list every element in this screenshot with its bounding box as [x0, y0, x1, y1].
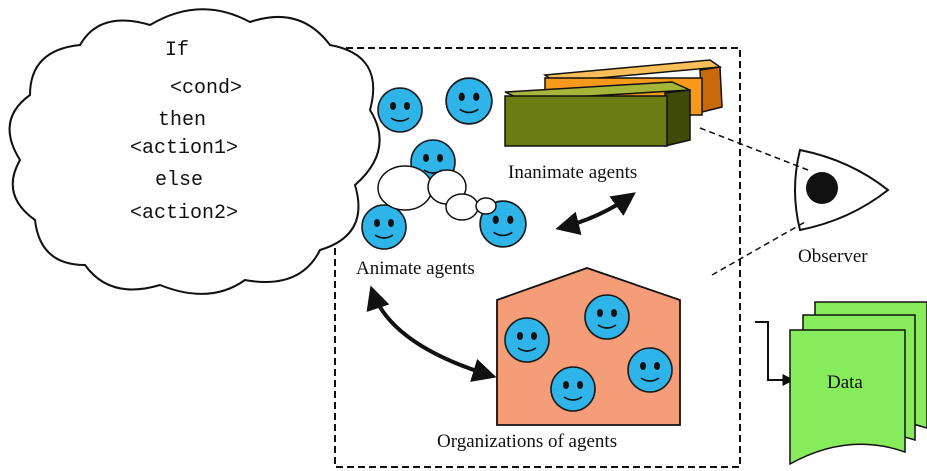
thought-connector-bubble — [475, 197, 497, 215]
animate-agent-face — [445, 77, 493, 125]
environment-boundary — [334, 47, 741, 468]
observer-eye-icon — [794, 148, 890, 232]
thought-line-2: <cond> — [170, 77, 242, 100]
thought-line-3: then — [158, 109, 206, 132]
observer-label: Observer — [798, 246, 868, 267]
thought-line-5: else — [155, 169, 203, 192]
data-label: Data — [827, 372, 863, 393]
thought-line-6: <action2> — [130, 202, 238, 225]
observer-sightline-upper — [699, 127, 809, 171]
organization-agent-face — [627, 347, 673, 393]
data-output-connector — [755, 321, 795, 386]
inanimate-box-olive — [504, 81, 691, 147]
organization-agent-face — [550, 366, 596, 412]
inanimate-agents-label: Inanimate agents — [508, 162, 637, 183]
animate-organization-arrow — [366, 285, 497, 382]
animate-agent-face — [361, 204, 407, 250]
thought-line-1: If — [165, 39, 189, 62]
thought-connector-bubble — [377, 165, 433, 211]
thought-line-4: <action1> — [130, 137, 238, 160]
data-documents-icon — [789, 301, 927, 466]
organization-agent-face — [584, 294, 630, 340]
observer-sightline-lower — [711, 221, 806, 276]
animate-agent-face — [377, 87, 423, 133]
thought-connector-bubble — [445, 193, 479, 221]
organization-agent-face — [504, 317, 550, 363]
animate-inanimate-arrow — [555, 192, 636, 235]
animate-agents-label: Animate agents — [356, 258, 475, 279]
thought-cloud — [8, 8, 381, 295]
organizations-label: Organizations of agents — [437, 431, 617, 452]
